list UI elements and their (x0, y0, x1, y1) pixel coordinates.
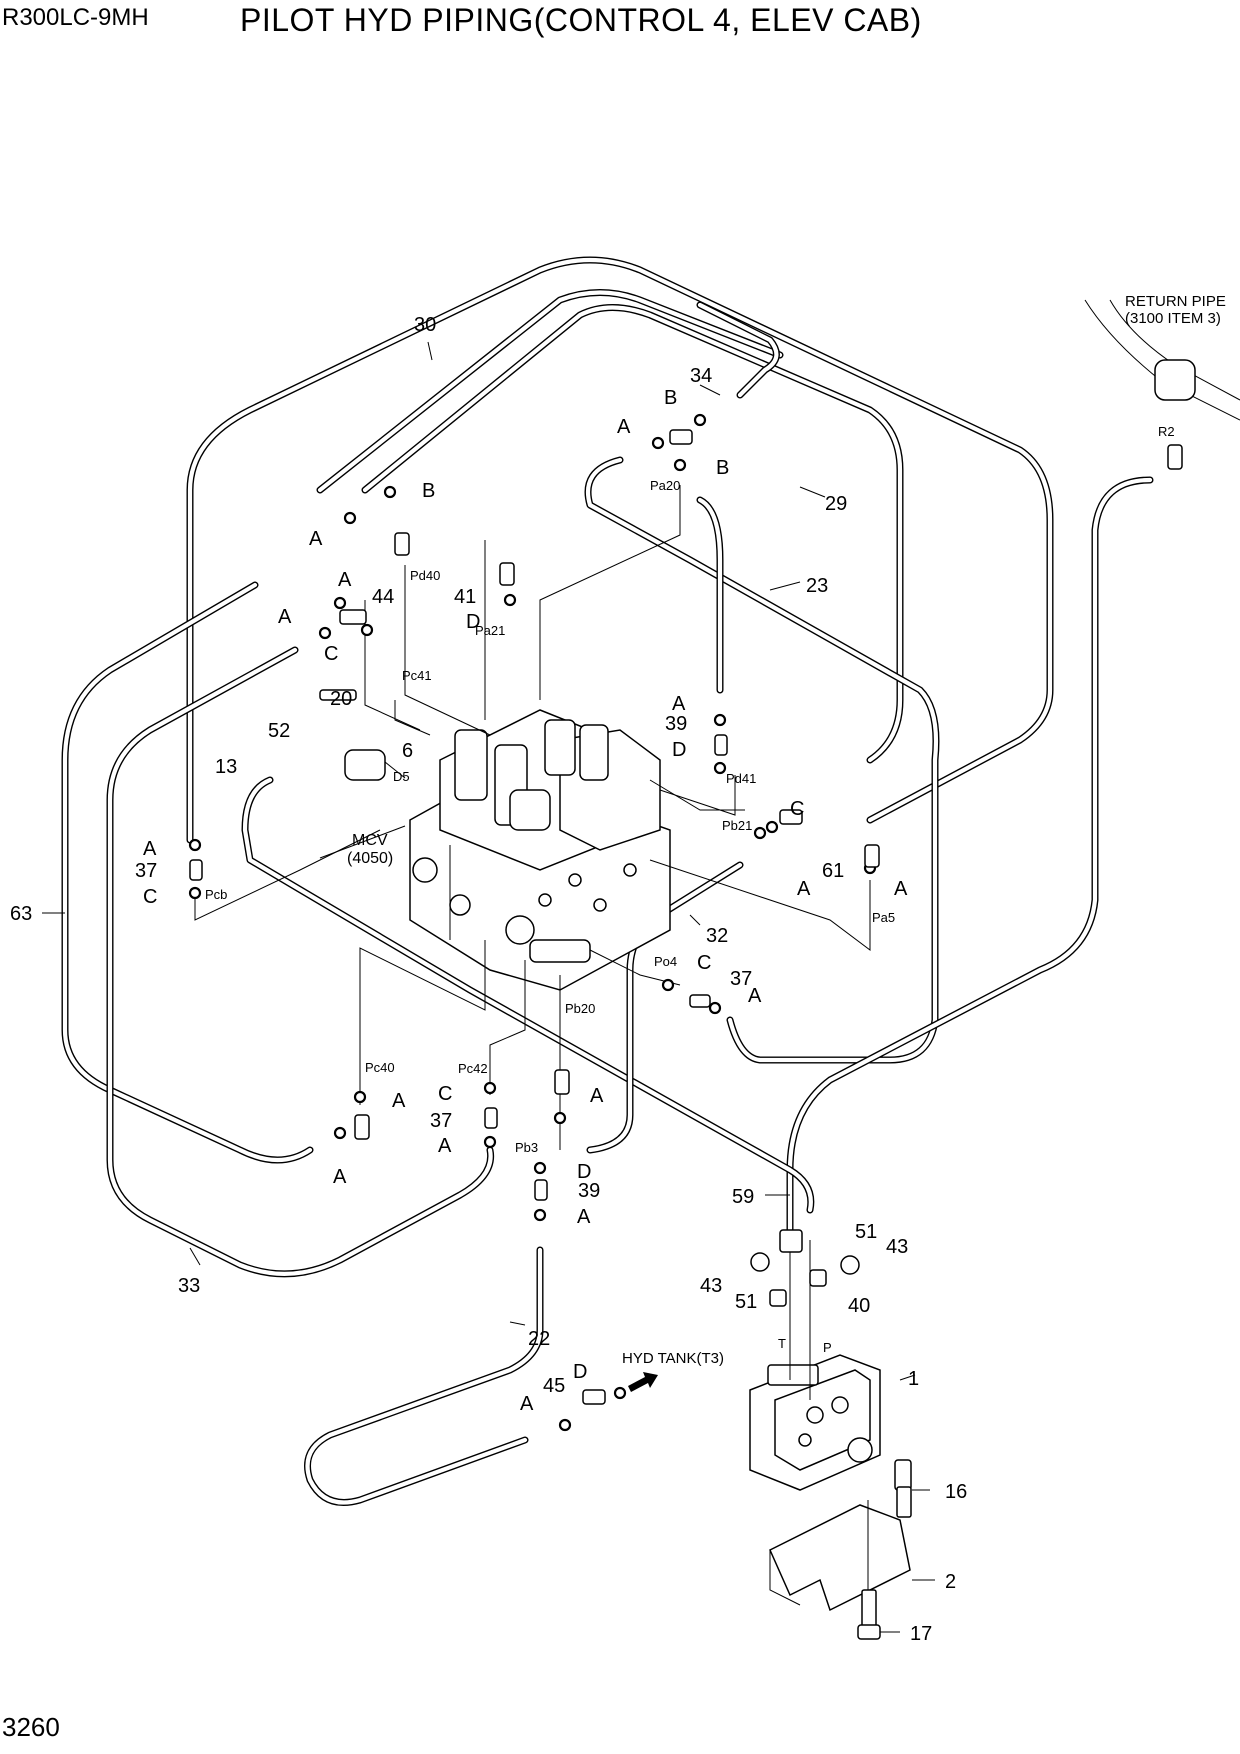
part-number-label: 32 (706, 925, 728, 947)
part-number-label: 39 (578, 1180, 600, 1202)
port-letter: D (672, 739, 686, 761)
part-number-labels: 30 34 29 23 44 41 20 52 6 13 39 37 63 61… (10, 314, 967, 1645)
port-letter: D (466, 611, 480, 633)
part-number-label: 52 (268, 720, 290, 742)
port-letter: A (672, 693, 686, 715)
port-letter: P (823, 1340, 832, 1355)
port-code: Pb20 (565, 1001, 595, 1016)
port-letter: C (438, 1083, 452, 1105)
part-number-label: 61 (822, 860, 844, 882)
port-code: Pb3 (515, 1140, 538, 1155)
port-letter: A (748, 985, 762, 1007)
port-letter: A (590, 1085, 604, 1107)
part-number-label: 34 (690, 365, 712, 387)
port-letter: C (790, 798, 804, 820)
part-number-label: 17 (910, 1623, 932, 1645)
part-number-label: 33 (178, 1275, 200, 1297)
port-letter: A (617, 416, 631, 438)
port-letter: A (438, 1135, 452, 1157)
remote-control-valve (749, 1229, 912, 1491)
port-code: D5 (393, 769, 410, 784)
port-letter: A (278, 606, 292, 628)
part-number-label: 37 (430, 1110, 452, 1132)
port-letter: A (338, 569, 352, 591)
part-number-label: 30 (414, 314, 436, 336)
port-code: Pc40 (365, 1060, 395, 1075)
port-code: Pd40 (410, 568, 440, 583)
part-number-label: 37 (135, 860, 157, 882)
part-number-label: 6 (402, 740, 413, 762)
part-number-label: 44 (372, 586, 394, 608)
part-number-label: 13 (215, 756, 237, 778)
part-number-label: 43 (886, 1236, 908, 1258)
fittings (188, 359, 1196, 1432)
mcv-note: MCV (352, 832, 388, 849)
part-number-label: 51 (735, 1291, 757, 1313)
part-number-label: 40 (848, 1295, 870, 1317)
port-code: R2 (1158, 424, 1175, 439)
port-letter: A (797, 878, 811, 900)
part-number-label: 43 (700, 1275, 722, 1297)
port-code: Pcb (205, 887, 227, 902)
callout-leaders (42, 341, 935, 1633)
port-letter-labels: B A B B A A A C D A D C A A A C C A A C … (143, 387, 908, 1415)
port-code: Pc41 (402, 668, 432, 683)
port-letter: A (520, 1393, 534, 1415)
port-code: Pd41 (726, 771, 756, 786)
part-number-label: 1 (908, 1368, 919, 1390)
port-letter: A (143, 838, 157, 860)
model-code: R300LC-9MH (2, 4, 149, 31)
part-number-label: 63 (10, 903, 32, 925)
part-number-label: 41 (454, 586, 476, 608)
port-letter: B (422, 480, 435, 502)
port-letter: D (577, 1161, 591, 1183)
tank-arrow-icon (628, 1372, 658, 1392)
port-code: Pa21 (475, 623, 505, 638)
part-number-label: 59 (732, 1186, 754, 1208)
port-letter: A (577, 1206, 591, 1228)
part-number-label: 37 (730, 968, 752, 990)
part-number-label: 16 (945, 1481, 967, 1503)
pipe-30c (361, 304, 904, 764)
port-letter: A (333, 1166, 347, 1188)
port-code: Pa20 (650, 478, 680, 493)
pipe-22 (304, 1246, 544, 1506)
port-letter: C (697, 952, 711, 974)
part-number-label: 23 (806, 575, 828, 597)
port-code: Po4 (654, 954, 677, 969)
port-letter: B (716, 457, 729, 479)
page-number: 3260 (2, 1712, 60, 1742)
mounting-bracket (769, 1486, 912, 1640)
mcv-block (409, 709, 671, 991)
port-letter: C (143, 886, 157, 908)
part-number-label: 29 (825, 493, 847, 515)
port-code: Pb21 (722, 818, 752, 833)
hyd-tank-note: HYD TANK(T3) (622, 1350, 724, 1367)
port-letter: A (894, 878, 908, 900)
pipe-33 (106, 646, 495, 1278)
pipe-network (61, 256, 1240, 1506)
port-letter: A (392, 1090, 406, 1112)
part-number-label: 22 (528, 1328, 550, 1350)
return-pipe-note: (3100 ITEM 3) (1125, 310, 1221, 327)
mcv-note: (4050) (347, 850, 393, 867)
page-title: PILOT HYD PIPING(CONTROL 4, ELEV CAB) (240, 2, 922, 38)
port-code: Pc42 (458, 1061, 488, 1076)
port-letter: A (309, 528, 323, 550)
notes: RETURN PIPE (3100 ITEM 3) MCV (4050) HYD… (347, 293, 1226, 1367)
part-number-label: 2 (945, 1571, 956, 1593)
port-code-labels: Pa20 Pd40 Pa21 Pc41 D5 Pd41 Pb21 Pa5 Pcb… (205, 424, 1175, 1155)
pipe-30b (316, 289, 784, 494)
port-letter: T (778, 1336, 786, 1351)
port-letter: D (573, 1361, 587, 1383)
part-number-label: 51 (855, 1221, 877, 1243)
port-letter: B (664, 387, 677, 409)
port-letter: C (324, 643, 338, 665)
return-pipe-note: RETURN PIPE (1125, 293, 1226, 310)
port-code: Pa5 (872, 910, 895, 925)
part-number-label: 39 (665, 713, 687, 735)
part-number-label: 45 (543, 1375, 565, 1397)
part-number-label: 20 (330, 688, 352, 710)
